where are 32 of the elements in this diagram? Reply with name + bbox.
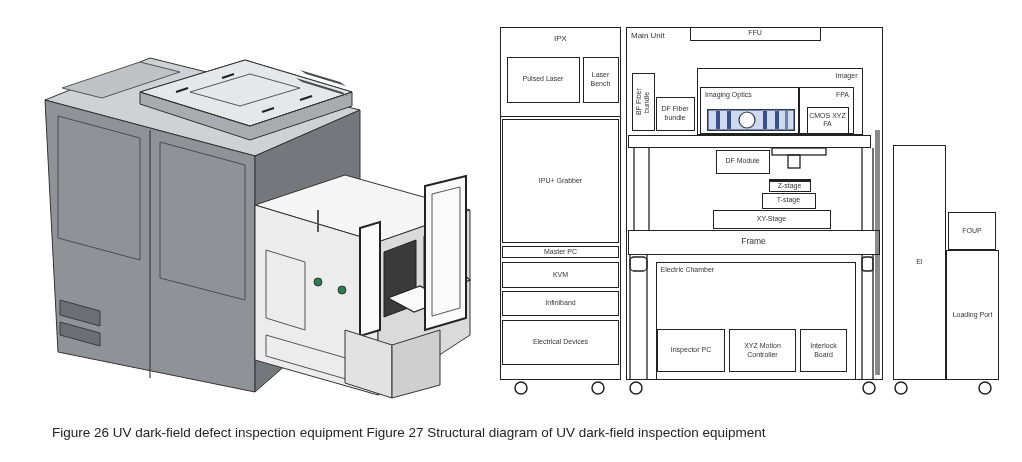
stage-block: [761, 192, 816, 209]
component-box: [806, 106, 849, 134]
component-box: [502, 119, 619, 243]
stage-block: [712, 209, 831, 229]
component-box: [502, 262, 619, 288]
cabinet-section: [500, 27, 621, 117]
component-box: [502, 246, 619, 258]
component-box: [631, 72, 655, 131]
frame-label: Frame: [741, 237, 766, 247]
component-box: [657, 329, 725, 372]
component-box: [582, 56, 619, 103]
optics-panel: [700, 87, 799, 134]
section-title: IPX: [554, 34, 567, 44]
unit-enclosure: [626, 27, 883, 380]
stage-block: [768, 178, 811, 192]
component-box: [506, 56, 580, 103]
component-box: [715, 149, 770, 174]
unit-title: Main Unit: [631, 31, 665, 41]
component-box: [948, 212, 996, 250]
component-box: [800, 329, 847, 372]
component-box: [729, 329, 796, 372]
figure-caption: Figure 26 UV dark-field defect inspection equipment Figure 27 Structural diagram of UV dark-field inspection equipment: [52, 425, 766, 440]
component-box: [655, 96, 695, 131]
component-box: [502, 291, 619, 316]
frame-beam: [627, 229, 880, 255]
component-box: [689, 26, 821, 41]
component-box: [946, 250, 999, 380]
module-enclosure: [696, 67, 863, 135]
detector-panel: [799, 87, 854, 134]
component-box: [502, 320, 619, 365]
component-box: [893, 145, 946, 380]
chamber-enclosure: [655, 261, 856, 380]
